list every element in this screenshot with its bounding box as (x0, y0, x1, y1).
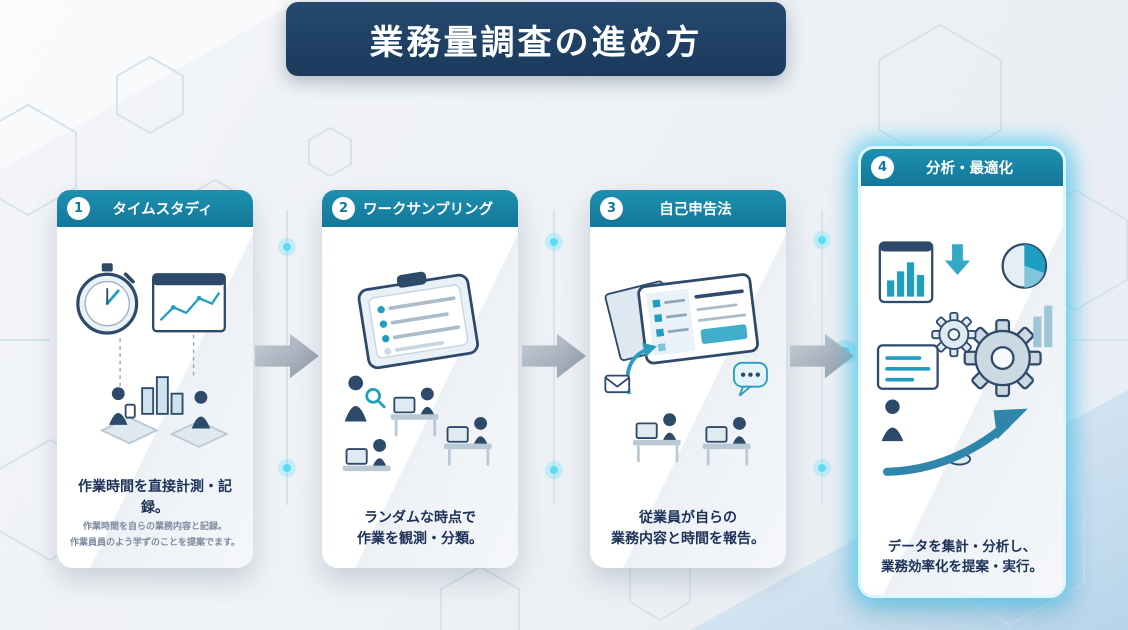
step-desc-line: 作業時間を直接計測・記録。 (78, 479, 232, 516)
step-number-badge: 2 (332, 197, 355, 220)
step-desc-subline: 作業員員のよう学ずのことを提案でます。 (69, 537, 241, 548)
step-number-badge: 3 (600, 197, 623, 220)
self-report-form-illustration (590, 227, 786, 508)
step-card-analysis-optimization: 4 分析・最適化 (858, 146, 1066, 598)
step-desc-line: 業務内容と時間を報告。 (611, 531, 765, 547)
step-desc-line: 業務効率化を提案・実行。 (881, 558, 1043, 575)
flow-arrow-2 (522, 328, 586, 388)
step-desc-line: データを集計・分析し、 (887, 538, 1037, 555)
step-card-time-study: 1 タイムスタディ (57, 190, 253, 568)
flow-arrow-1 (255, 328, 319, 388)
step-title: 分析・最適化 (926, 161, 1013, 177)
step-title: ワークサンプリング (363, 202, 494, 218)
step-title: タイムスタディ (112, 202, 213, 218)
stopwatch-chart-illustration (57, 227, 253, 477)
step-desc-subline: 作業時間を自らの業務内容と記録。 (82, 522, 227, 532)
step-1-header: 1 タイムスタディ (57, 190, 253, 227)
gears-analytics-illustration (861, 186, 1063, 537)
page-title: 業務量調査の進め方 (369, 22, 703, 63)
step-title: 自己申告法 (659, 202, 732, 218)
step-desc-line: 従業員が自らの (639, 510, 737, 526)
step-desc-line: ランダムな時点で (364, 510, 476, 526)
step-2-header: 2 ワークサンプリング (322, 190, 518, 227)
step-1-description: 作業時間を直接計測・記録。 作業時間を自らの業務内容と記録。 作業員員のよう学ず… (57, 477, 253, 568)
clipboard-sampling-illustration (322, 227, 518, 508)
step-number-badge: 4 (871, 156, 894, 179)
step-card-self-report: 3 自己申告法 (590, 190, 786, 568)
title-banner: 業務量調査の進め方 (286, 2, 786, 76)
step-card-work-sampling: 2 ワークサンプリング (322, 190, 518, 568)
flow-arrow-3 (790, 328, 854, 388)
step-3-header: 3 自己申告法 (590, 190, 786, 227)
step-4-description: データを集計・分析し、 業務効率化を提案・実行。 (861, 537, 1063, 596)
step-3-description: 従業員が自らの 業務内容と時間を報告。 (590, 508, 786, 568)
step-2-description: ランダムな時点で 作業を観測・分類。 (322, 508, 518, 568)
step-desc-line: 作業を観測・分類。 (357, 531, 483, 547)
step-4-header: 4 分析・最適化 (861, 149, 1063, 186)
step-number-badge: 1 (67, 197, 90, 220)
